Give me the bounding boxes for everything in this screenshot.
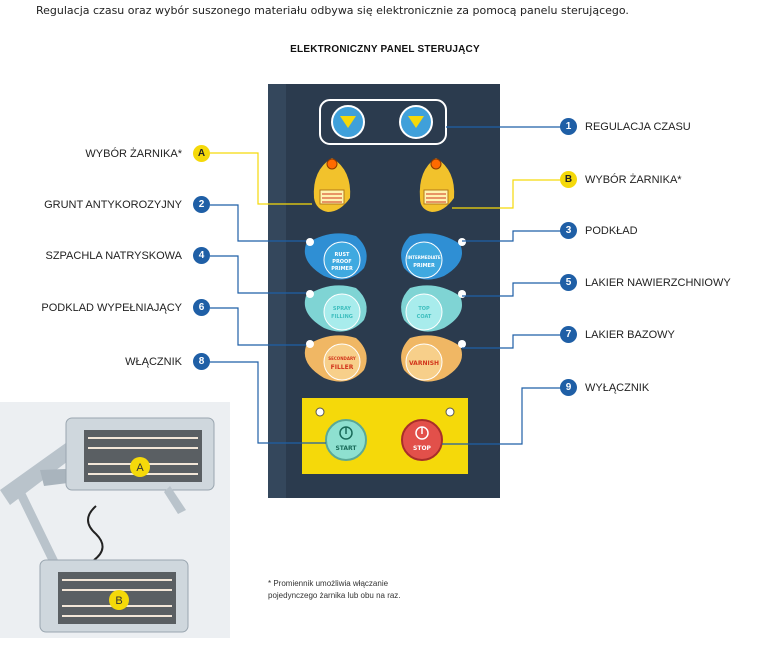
sf-label-2: FILLING: [331, 314, 353, 320]
badge-4: 4: [193, 247, 210, 264]
label-time-regulation: REGULACJA CZASU: [585, 121, 691, 133]
int-label-2: PRIMER: [413, 263, 435, 269]
label-power-on: WŁĄCZNIK: [125, 356, 182, 368]
rust-label-1: RUST: [335, 252, 351, 258]
top-label-2: COAT: [417, 314, 432, 320]
stop-label: STOP: [413, 445, 432, 452]
filament-a-button: [313, 158, 351, 212]
intro-text: Regulacja czasu oraz wybór suszonego mat…: [36, 4, 629, 17]
leader-2: [210, 204, 306, 242]
varnish-button: [401, 335, 466, 382]
spray-filling-button: [304, 285, 367, 332]
int-label-1: INTERMEDIATE: [407, 255, 440, 260]
badge-a: A: [193, 145, 210, 162]
sec-label-2: FILLER: [331, 364, 354, 371]
intermediate-primer-button: [401, 233, 466, 280]
badge-7: 7: [560, 326, 577, 343]
leader-5: [462, 282, 568, 297]
lamp-b-marker: [109, 590, 129, 610]
top-label-1: TOP: [418, 306, 430, 312]
rust-label-3: PRIMER: [331, 266, 353, 272]
label-power-off: WYŁĄCZNIK: [585, 382, 650, 394]
rust-label-2: PROOF: [332, 259, 351, 265]
footnote-line-1: * Promiennik umożliwia włączanie: [268, 579, 389, 588]
rust-proof-primer-button: [304, 233, 367, 280]
leader-7: [462, 334, 568, 349]
stop-button: [401, 419, 443, 461]
label-filament-b: WYBÓR ŻARNIKA*: [585, 174, 682, 186]
leader-9: [442, 387, 568, 445]
lamp-a-marker: [130, 457, 150, 477]
badge-3: 3: [560, 222, 577, 239]
secondary-filler-button: [304, 335, 367, 382]
sf-label-1: SPRAY: [333, 306, 352, 312]
varnish-label: VARNISH: [409, 360, 439, 367]
panel-title: ELEKTRONICZNY PANEL STERUJĄCY: [290, 44, 480, 55]
label-primer: PODKŁAD: [585, 225, 638, 237]
start-button: [325, 419, 367, 461]
label-base-coat: LAKIER BAZOWY: [585, 329, 675, 341]
badge-b: B: [560, 171, 577, 188]
leader-8: [210, 361, 326, 444]
label-filament-a: WYBÓR ŻARNIKA*: [85, 148, 182, 160]
label-top-coat: LAKIER NAWIERZCHNIOWY: [585, 277, 731, 289]
leader-4: [210, 255, 306, 294]
badge-9: 9: [560, 379, 577, 396]
lamp-photo: A B: [0, 402, 230, 638]
badge-1: 1: [560, 118, 577, 135]
leader-6: [210, 307, 306, 346]
label-spray-filler: SZPACHLA NATRYSKOWA: [45, 250, 182, 262]
lamp-b-label: B: [115, 595, 122, 607]
filament-b-button: [419, 158, 455, 212]
label-filler-primer: PODKLAD WYPEŁNIAJĄCY: [41, 302, 182, 314]
footnote-line-2: pojedynczego żarnika lub obu na raz.: [268, 591, 401, 600]
leader-a: [210, 152, 312, 205]
time-box: [319, 99, 447, 145]
label-rust-primer: GRUNT ANTYKOROZYJNY: [44, 199, 182, 211]
badge-2: 2: [193, 196, 210, 213]
badge-6: 6: [193, 299, 210, 316]
footnote: * Promiennik umożliwia włączanie pojedyn…: [268, 578, 401, 602]
sec-label-1: SECONDARY: [328, 356, 356, 361]
lamp-a-label: A: [136, 462, 144, 474]
top-coat-button: [401, 285, 466, 332]
leader-b: [452, 179, 568, 209]
leader-3: [462, 230, 568, 242]
badge-5: 5: [560, 274, 577, 291]
badge-8: 8: [193, 353, 210, 370]
start-label: START: [335, 445, 357, 452]
